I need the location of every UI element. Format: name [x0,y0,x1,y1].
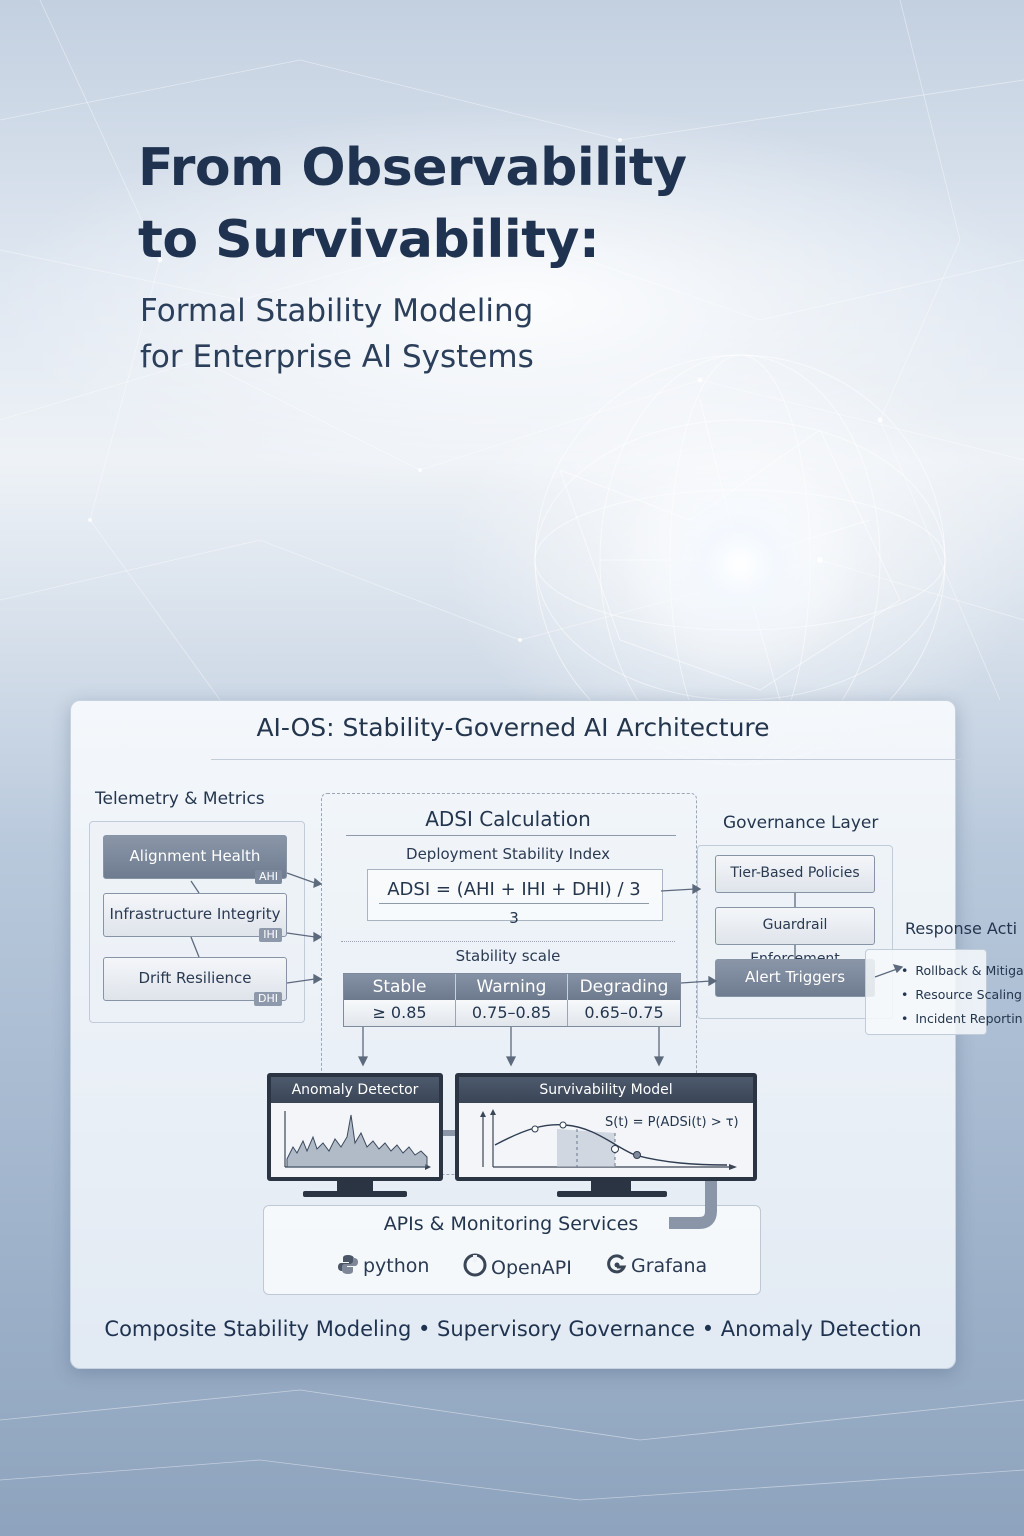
stability-scale-table: Stable Warning Degrading ≥ 0.85 0.75–0.8… [343,973,681,1027]
response-item-resource-scaling: Resource Scaling [901,987,1022,1002]
survival-monitor-base [557,1191,667,1197]
governance-guardrail-enforcement: Guardrail Enforcement [715,907,875,967]
openapi-icon [463,1253,487,1277]
scale-range-warning: 0.75–0.85 [456,1000,568,1026]
python-icon [338,1255,358,1274]
response-actions-label: Response Acti [905,919,1018,938]
telemetry-label: Telemetry & Metrics [95,789,265,809]
diagram-tagline: Composite Stability Modeling • Superviso… [104,1317,922,1341]
metric-tag-ahi: AHI [254,870,282,884]
grafana-label: Grafana [631,1255,708,1277]
metric-tag-ihi: IHI [259,928,282,942]
scale-header-warning: Warning [456,974,568,1000]
anomaly-monitor-base [303,1191,407,1197]
diagram-title: AI-OS: Stability-Governed AI Architectur… [256,713,770,742]
adsi-formula: ADSI = (AHI + IHI + DHI) / 3 [387,879,641,900]
survival-monitor-neck [591,1181,631,1191]
adsi-dotted-divider [341,941,675,942]
response-item-rollback: Rollback & Mitiga [901,963,1023,978]
metric-label: Infrastructure Integrity [109,905,281,923]
governance-alert-triggers: Alert Triggers [715,959,875,997]
anomaly-detector-title: Anomaly Detector [271,1077,439,1103]
metric-alignment-health: Alignment Health AHI [103,835,287,884]
metric-tag-dhi: DHI [254,992,282,1006]
metric-label: Alignment Health [129,847,261,865]
python-label: python [363,1255,430,1277]
scale-range-stable: ≥ 0.85 [344,1000,456,1026]
metric-infrastructure-integrity: Infrastructure Integrity IHI [103,893,287,942]
adsi-title: ADSI Calculation [425,807,591,831]
metric-drift-resilience: Drift Resilience DHI [103,957,287,1006]
formula-box [367,869,663,921]
openapi-label: OpenAPI [491,1257,572,1279]
architecture-diagram-panel: AI-OS: Stability-Governed AI Architectur… [70,700,1024,1369]
governance-tier-based-policies: Tier-Based Policies [715,855,875,893]
scale-header-degrading: Degrading [568,974,680,1000]
adsi-formula-denominator: 3 [509,909,519,927]
survival-formula: S(t) = P(ADSi(t) > τ) [605,1115,739,1130]
grafana-icon [607,1254,627,1274]
cover-subtitle-line-2: for Enterprise AI Systems [140,339,534,375]
governance-label: Governance Layer [723,813,879,833]
adsi-subtitle: Deployment Stability Index [406,845,610,863]
formula-fraction-bar [379,903,649,904]
stability-scale-label: Stability scale [455,947,561,965]
cover-title-line-1: From Observability [138,138,687,198]
anomaly-detector-monitor: Anomaly Detector [267,1073,443,1181]
openapi-logo: OpenAPI [463,1253,572,1279]
survivability-model-title: Survivability Model [459,1077,753,1103]
cover-subtitle: Formal Stability Modeling for Enterprise… [140,288,534,380]
cover-title-line-2: to Survivability: [138,210,600,270]
apis-title: APIs & Monitoring Services [383,1213,639,1235]
anomaly-sparkline [284,1111,431,1170]
python-logo: python [337,1253,429,1277]
adsi-divider [346,835,676,836]
metric-label: Drift Resilience [138,969,252,987]
cover-title: From Observability to Survivability: [138,132,687,276]
survivability-model-monitor: Survivability Model S(t) = P(ADSi(t) > τ… [455,1073,757,1181]
cover-subtitle-line-1: Formal Stability Modeling [140,293,534,329]
title-divider [211,759,961,760]
survival-curve [480,1109,737,1170]
response-item-incident-reporting: Incident Reportin [901,1011,1022,1026]
grafana-logo: Grafana [605,1253,707,1277]
anomaly-monitor-neck [337,1181,373,1191]
scale-header-stable: Stable [344,974,456,1000]
scale-range-degrading: 0.65–0.75 [568,1000,680,1026]
